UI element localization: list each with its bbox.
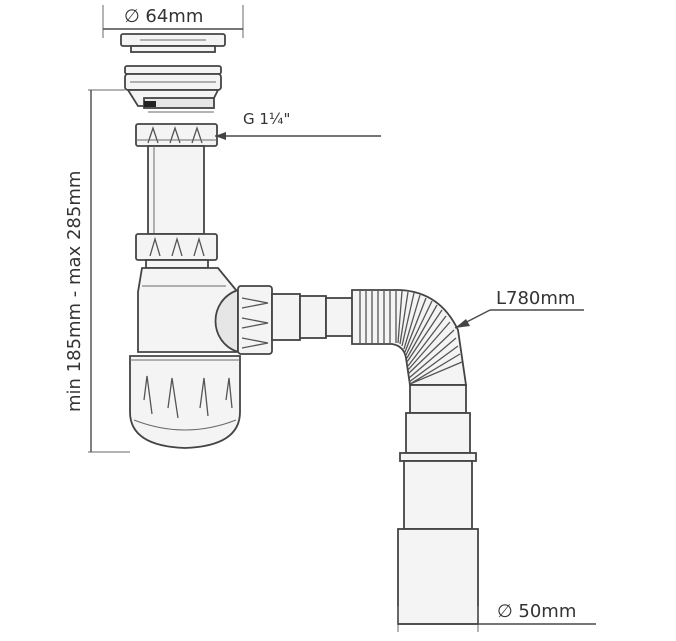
thread-label: G 1¼" (243, 110, 290, 128)
bottom-diameter-label: ∅ 50mm (497, 601, 576, 622)
middle-nut (135, 233, 218, 269)
strainer-cap (120, 33, 226, 53)
thread-callout: G 1¼" (215, 110, 381, 140)
outlet-pipe (397, 384, 479, 625)
hose-length-label: L780mm (496, 288, 575, 309)
top-diameter-dimension: ∅ 64mm (102, 5, 244, 38)
bottom-diameter-dimension: ∅ 50mm (397, 601, 596, 632)
corrugated-hose (351, 289, 468, 386)
sink-flange (124, 65, 222, 113)
outlet-nut (237, 285, 273, 355)
trap-body (137, 267, 239, 354)
vertical-tube (147, 145, 205, 235)
height-range-label: min 185mm - max 285mm (64, 171, 85, 412)
top-diameter-label: ∅ 64mm (124, 6, 203, 27)
outlet-tube (271, 293, 355, 341)
upper-nut (135, 123, 218, 147)
trap-bowl (129, 355, 241, 449)
height-dimension: min 185mm - max 285mm (64, 89, 130, 453)
hose-length-callout: L780mm (454, 288, 584, 329)
